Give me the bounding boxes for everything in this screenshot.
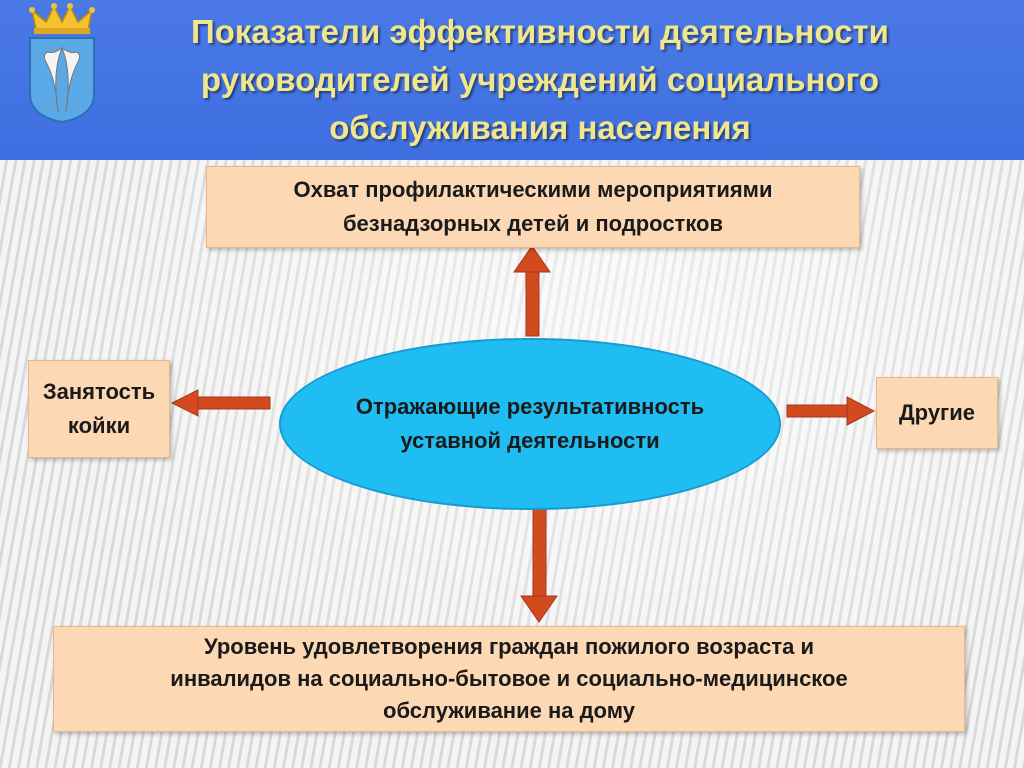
central-ellipse: Отражающие результативность уставной дея… xyxy=(279,338,781,510)
arrow-right xyxy=(786,396,876,426)
page-title: Показатели эффективности деятельности ру… xyxy=(191,13,889,146)
box-bed-occupancy: Занятость койки xyxy=(28,360,170,458)
box-preventive-coverage: Охват профилактическими мероприятиями бе… xyxy=(206,166,860,248)
arrow-down xyxy=(520,505,558,623)
coat-of-arms-icon xyxy=(29,3,95,124)
header-banner: Показатели эффективности деятельности ру… xyxy=(0,0,1024,160)
arrow-up xyxy=(513,245,551,337)
box-other: Другие xyxy=(876,377,998,449)
arrow-left xyxy=(170,389,271,417)
box-satisfaction-level: Уровень удовлетворения граждан пожилого … xyxy=(53,626,965,732)
